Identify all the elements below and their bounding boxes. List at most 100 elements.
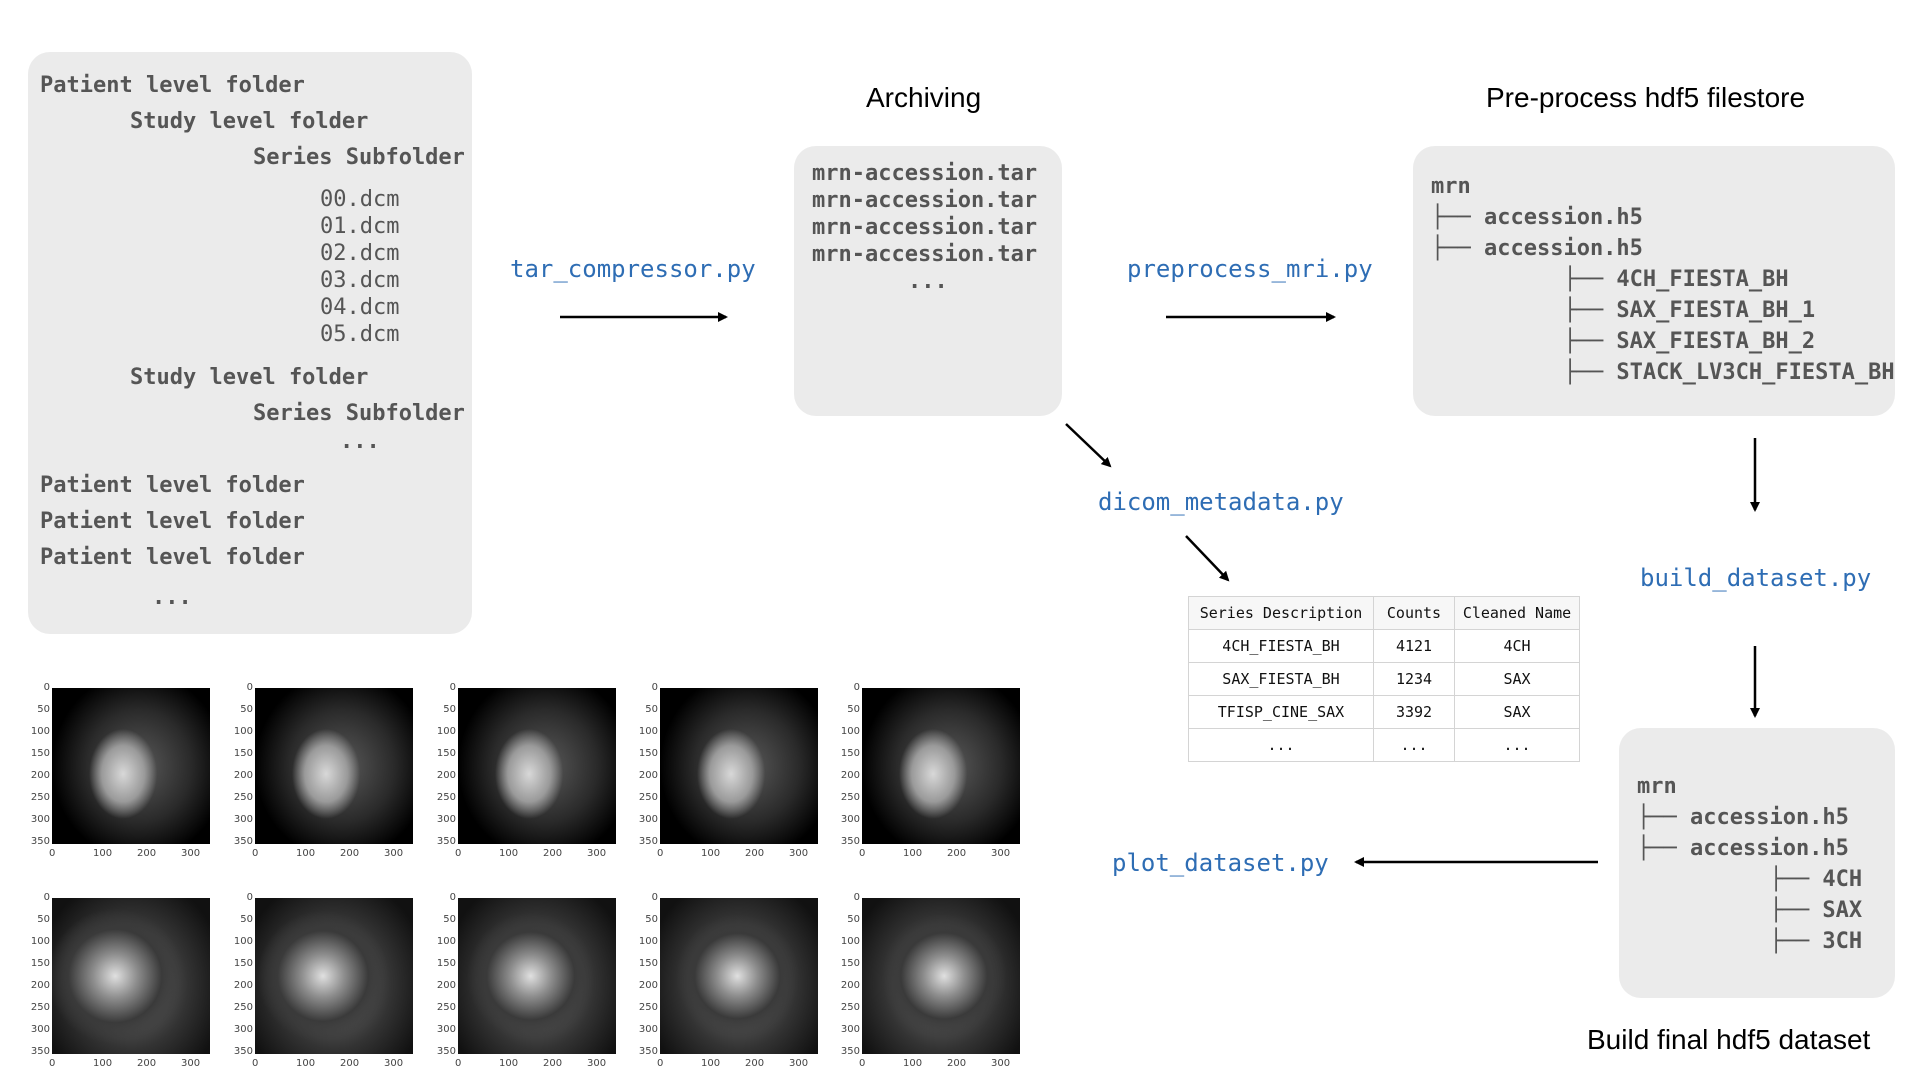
- tar-file: mrn-accession.tar: [812, 161, 1038, 186]
- y-tick-label: 200: [436, 770, 456, 781]
- preprocess-tree-line: mrn: [1431, 174, 1471, 199]
- y-tick-label: 100: [638, 936, 658, 947]
- y-tick-label: 200: [30, 980, 50, 991]
- series-ellipsis: ...: [340, 429, 380, 454]
- mri-slice-image: [52, 898, 210, 1054]
- dcm-file: 01.dcm: [320, 214, 400, 239]
- y-tick-label: 250: [436, 1002, 456, 1013]
- y-tick-label: 300: [233, 1024, 253, 1035]
- y-tick-label: 50: [847, 704, 860, 715]
- x-tick-label: 100: [93, 848, 113, 859]
- y-tick-label: 150: [233, 748, 253, 759]
- mri-slice-image: [660, 688, 818, 844]
- x-tick-label: 300: [181, 1058, 201, 1069]
- preprocess-tree-line: ├── accession.h5: [1431, 236, 1643, 261]
- patient-ellipsis: ...: [152, 585, 192, 610]
- dcm-file: 00.dcm: [320, 187, 400, 212]
- y-tick-label: 300: [436, 814, 456, 825]
- tar-file: mrn-accession.tar: [812, 188, 1038, 213]
- y-tick-label: 0: [651, 682, 658, 693]
- x-tick-label: 300: [587, 1058, 607, 1069]
- y-tick-label: 300: [638, 814, 658, 825]
- final-tree-line: ├── accession.h5: [1637, 805, 1849, 830]
- table-cell: ...: [1373, 728, 1455, 762]
- table-row: ... ... ...: [1188, 728, 1580, 762]
- y-tick-label: 300: [638, 1024, 658, 1035]
- header-series-description: Series Description: [1188, 596, 1374, 630]
- final-dataset-title: Build final hdf5 dataset: [1587, 1024, 1871, 1055]
- tar-ellipsis: ...: [908, 269, 948, 294]
- y-tick-label: 50: [240, 704, 253, 715]
- table-header-row: Series Description Counts Cleaned Name: [1188, 596, 1580, 630]
- series-subfolder-2: Series Subfolder: [253, 401, 465, 426]
- y-tick-label: 0: [853, 892, 860, 903]
- y-tick-label: 150: [30, 748, 50, 759]
- final-tree-line: ├── SAX: [1637, 898, 1863, 923]
- x-tick-label: 300: [181, 848, 201, 859]
- x-tick-label: 0: [657, 1058, 664, 1069]
- y-tick-label: 0: [449, 682, 456, 693]
- y-tick-label: 350: [840, 1046, 860, 1057]
- x-tick-label: 0: [859, 1058, 866, 1069]
- y-tick-label: 250: [30, 1002, 50, 1013]
- x-tick-label: 300: [991, 1058, 1011, 1069]
- preprocess-tree-line: ├── accession.h5: [1431, 205, 1643, 230]
- y-tick-label: 300: [30, 814, 50, 825]
- x-tick-label: 200: [543, 1058, 563, 1069]
- y-tick-label: 300: [436, 1024, 456, 1035]
- x-tick-label: 300: [384, 848, 404, 859]
- preprocess-mri-script: preprocess_mri.py: [1127, 255, 1373, 283]
- table-cell: SAX_FIESTA_BH: [1188, 662, 1374, 696]
- preprocess-tree-line: ├── STACK_LV3CH_FIESTA_BH: [1431, 360, 1895, 385]
- x-tick-label: 100: [701, 848, 721, 859]
- table-cell: 4CH: [1454, 629, 1580, 663]
- metadata-table: Series Description Counts Cleaned Name 4…: [1188, 596, 1580, 762]
- x-tick-label: 200: [947, 1058, 967, 1069]
- y-tick-label: 50: [847, 914, 860, 925]
- preprocess-tree-line: ├── SAX_FIESTA_BH_2: [1431, 329, 1816, 354]
- y-tick-label: 150: [436, 958, 456, 969]
- arrow-to-metadata-table: [1185, 535, 1230, 582]
- x-tick-label: 300: [789, 1058, 809, 1069]
- study-folder-1: Study level folder: [130, 109, 369, 134]
- y-tick-label: 200: [233, 770, 253, 781]
- dicom-metadata-script: dicom_metadata.py: [1098, 488, 1344, 516]
- table-cell: 1234: [1373, 662, 1455, 696]
- y-tick-label: 250: [638, 1002, 658, 1013]
- patient-folder-2: Patient level folder: [40, 473, 305, 498]
- y-tick-label: 0: [246, 892, 253, 903]
- y-tick-label: 50: [645, 914, 658, 925]
- y-tick-label: 200: [638, 980, 658, 991]
- mri-slice-image: [660, 898, 818, 1054]
- patient-folder-4: Patient level folder: [40, 545, 305, 570]
- y-tick-label: 200: [638, 770, 658, 781]
- y-tick-label: 100: [436, 936, 456, 947]
- y-tick-label: 250: [638, 792, 658, 803]
- x-tick-label: 200: [137, 848, 157, 859]
- x-tick-label: 300: [587, 848, 607, 859]
- x-tick-label: 200: [543, 848, 563, 859]
- y-tick-label: 100: [233, 726, 253, 737]
- y-tick-label: 200: [840, 770, 860, 781]
- y-tick-label: 50: [37, 704, 50, 715]
- table-cell: SAX: [1454, 662, 1580, 696]
- x-tick-label: 300: [384, 1058, 404, 1069]
- x-tick-label: 200: [745, 1058, 765, 1069]
- y-tick-label: 0: [853, 682, 860, 693]
- y-tick-label: 100: [436, 726, 456, 737]
- y-tick-label: 300: [840, 814, 860, 825]
- y-tick-label: 150: [840, 958, 860, 969]
- x-tick-label: 100: [499, 1058, 519, 1069]
- x-tick-label: 100: [903, 848, 923, 859]
- y-tick-label: 300: [840, 1024, 860, 1035]
- y-tick-label: 250: [840, 1002, 860, 1013]
- final-dataset-box: [1619, 728, 1895, 998]
- y-tick-label: 250: [233, 792, 253, 803]
- x-tick-label: 0: [455, 848, 462, 859]
- y-tick-label: 350: [436, 1046, 456, 1057]
